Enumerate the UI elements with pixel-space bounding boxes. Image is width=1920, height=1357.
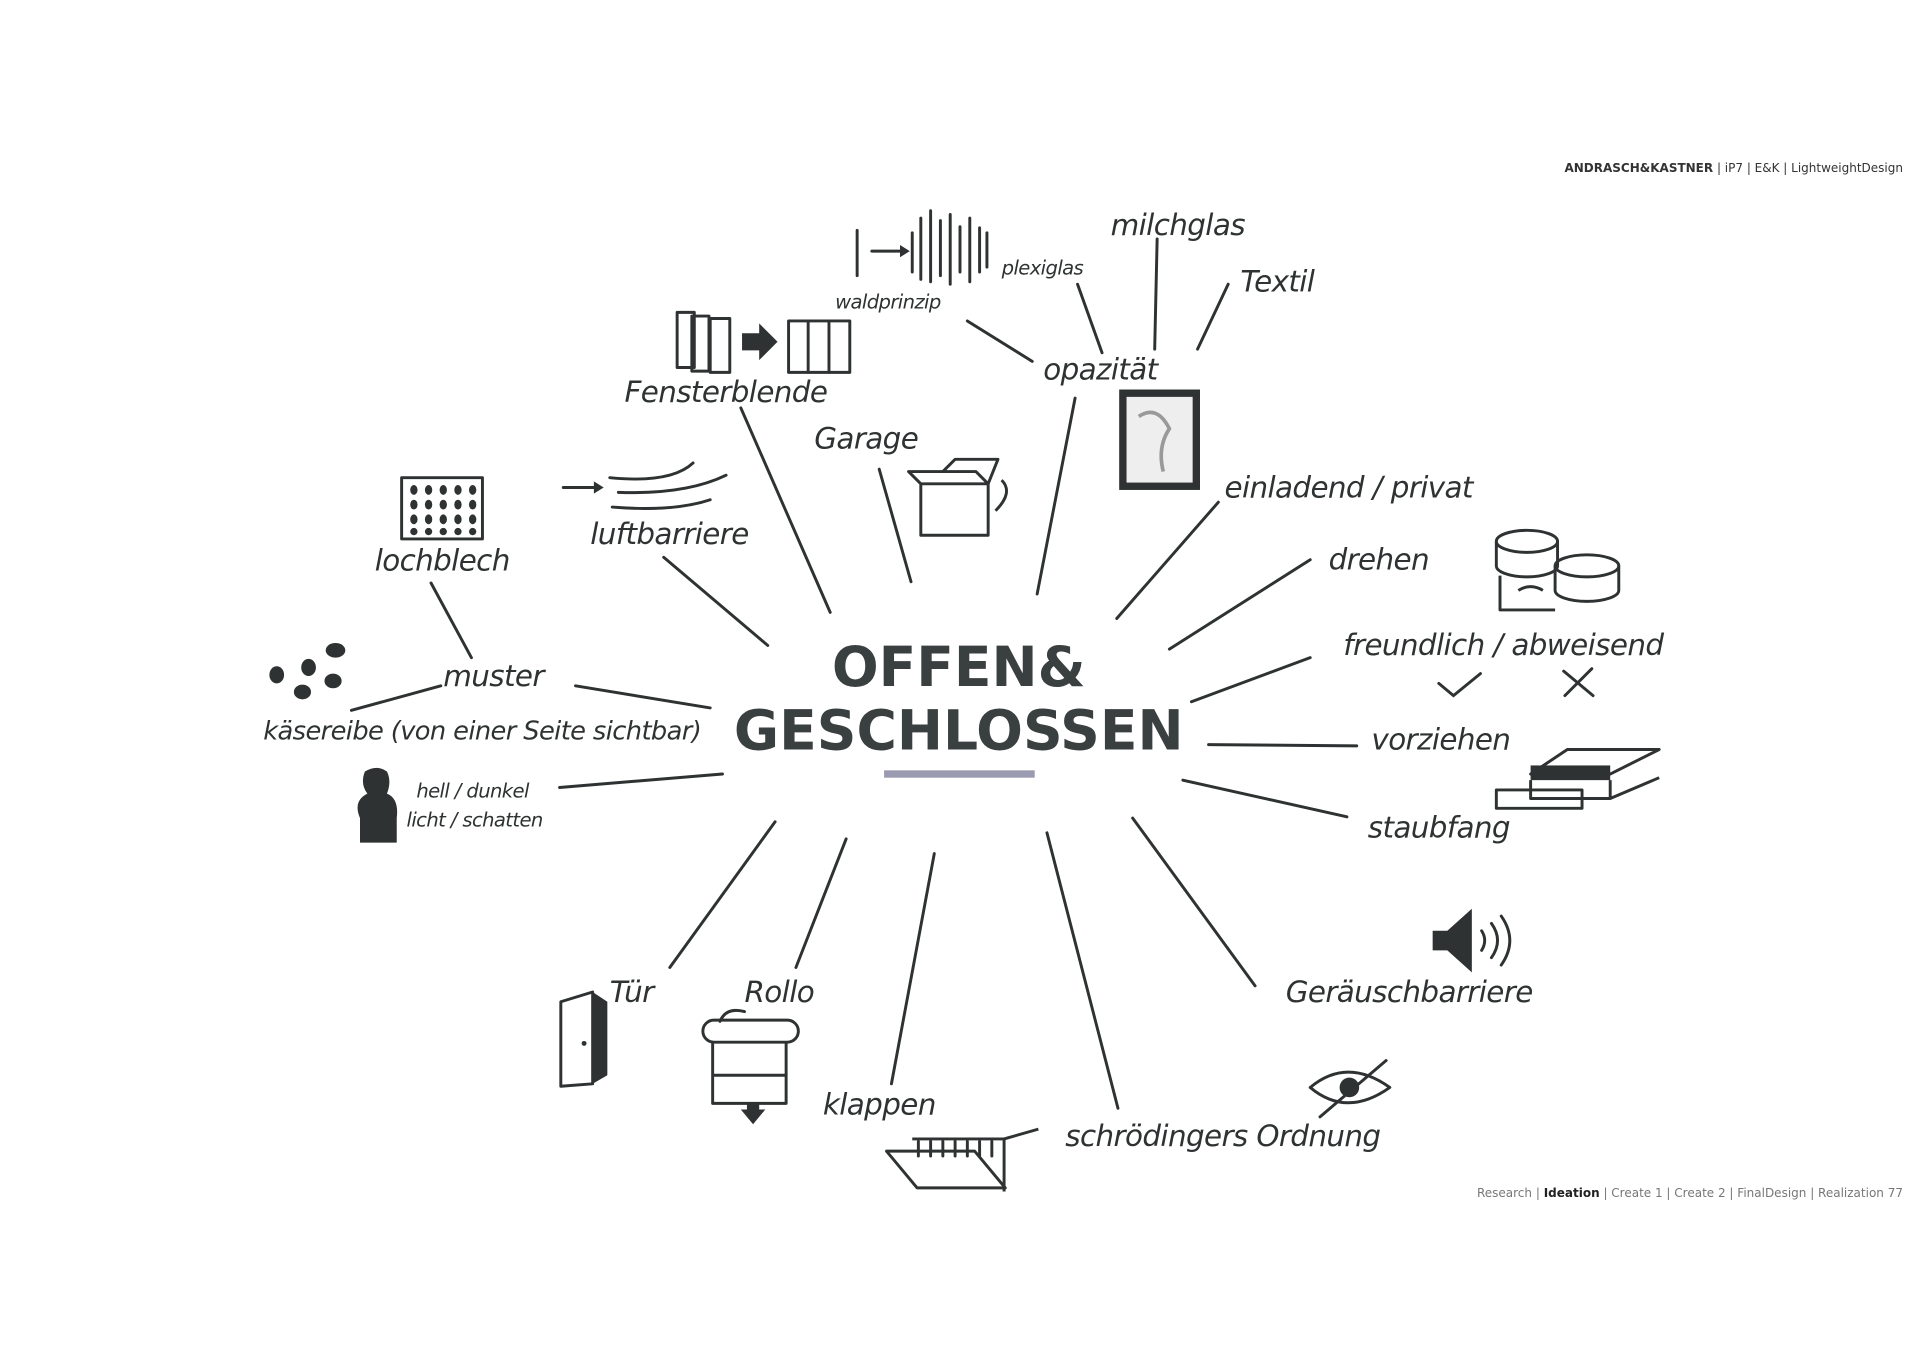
wind-icon — [561, 461, 728, 510]
line-garage — [877, 467, 913, 584]
label-textil: Textil — [1240, 265, 1315, 299]
line-klappen — [889, 852, 936, 1086]
line-hell — [558, 772, 724, 789]
line-lochblech — [429, 581, 473, 660]
label-rollo: Rollo — [744, 975, 814, 1009]
person-silhouette-icon — [357, 767, 398, 843]
page-number: 77 — [1887, 1186, 1903, 1200]
frosted-glass-icon — [1119, 389, 1200, 490]
line-textil — [1196, 282, 1230, 351]
footer-before: Research | — [1476, 1186, 1544, 1200]
line-schroedinger — [1045, 831, 1120, 1110]
line-milchglas — [1153, 237, 1159, 351]
label-waldprinzip: waldprinzip — [835, 291, 941, 314]
label-fensterblende: Fensterblende — [624, 375, 827, 409]
window-blind-icon — [675, 310, 852, 374]
label-hell: hell / dunkel — [416, 779, 530, 802]
center-title-line2: GESCHLOSSEN — [734, 699, 1184, 763]
line-plexiglas — [1076, 282, 1104, 355]
label-einladend: einladend / privat — [1224, 470, 1474, 504]
center-title-line1: OFFEN& — [832, 635, 1086, 699]
label-lochblech: lochblech — [375, 544, 510, 578]
label-licht: licht / schatten — [407, 809, 543, 832]
label-tuer: Tür — [610, 975, 656, 1009]
header-meta: | iP7 | E&K | LightweightDesign — [1713, 161, 1903, 175]
footer-after: | Create 1 | Create 2 | FinalDesign | Re… — [1599, 1186, 1884, 1200]
label-kaesereibe: käsereibe (von einer Seite sichtbar) — [263, 717, 701, 747]
line-muster — [574, 684, 712, 710]
line-luftbarriere — [662, 555, 770, 647]
label-milchglas: milchglas — [1111, 208, 1246, 242]
line-rollo — [794, 837, 848, 969]
roller-blind-icon — [701, 1008, 800, 1125]
flap-icon — [885, 1127, 1039, 1192]
label-luftbarriere: luftbarriere — [590, 517, 748, 551]
rotate-cylinders-icon — [1494, 528, 1621, 612]
footer-active-section: Ideation — [1543, 1186, 1600, 1200]
check-icon — [1437, 672, 1482, 698]
line-tuer — [668, 820, 777, 969]
garage-box-icon — [907, 457, 1008, 537]
cheese-grater-dots-icon — [269, 642, 346, 700]
brand-name: ANDRASCH&KASTNER — [1564, 161, 1714, 175]
line-drehen — [1167, 558, 1312, 651]
label-vorziehen: vorziehen — [1371, 723, 1510, 757]
perforated-sheet-icon — [400, 476, 484, 541]
line-geraeusch — [1131, 816, 1257, 988]
line-freundlich — [1189, 656, 1312, 704]
line-einladend — [1115, 500, 1220, 620]
line-waldprinzip — [965, 319, 1034, 363]
line-staubfang — [1181, 778, 1349, 819]
label-klappen: klappen — [823, 1087, 936, 1121]
label-drehen: drehen — [1329, 543, 1429, 577]
drawer-icon — [1494, 748, 1661, 810]
label-geraeusch: Geräuschbarriere — [1286, 975, 1533, 1009]
label-plexiglas: plexiglas — [1001, 256, 1084, 279]
cross-icon — [1562, 667, 1595, 698]
forest-principle-icon — [855, 209, 989, 286]
footer-nav: Research | Ideation | Create 1 | Create … — [1477, 1186, 1903, 1200]
label-freundlich: freundlich / abweisend — [1343, 628, 1664, 662]
label-schroedinger: schrödingers Ordnung — [1065, 1119, 1380, 1153]
title-underline — [884, 770, 1035, 778]
label-garage: Garage — [814, 421, 918, 455]
door-icon — [559, 990, 608, 1088]
label-muster: muster — [443, 659, 546, 693]
label-staubfang: staubfang — [1368, 811, 1510, 845]
line-vorziehen — [1207, 743, 1359, 748]
line-fensterblende — [739, 406, 832, 614]
speaker-icon — [1432, 908, 1512, 973]
hidden-eye-icon — [1308, 1059, 1392, 1119]
line-opazitaet — [1035, 396, 1077, 596]
label-opazitaet: opazität — [1043, 353, 1159, 387]
connector-lines — [349, 237, 1359, 1110]
header-credits: ANDRASCH&KASTNER | iP7 | E&K | Lightweig… — [1564, 161, 1903, 175]
line-kaesereibe — [349, 684, 443, 712]
